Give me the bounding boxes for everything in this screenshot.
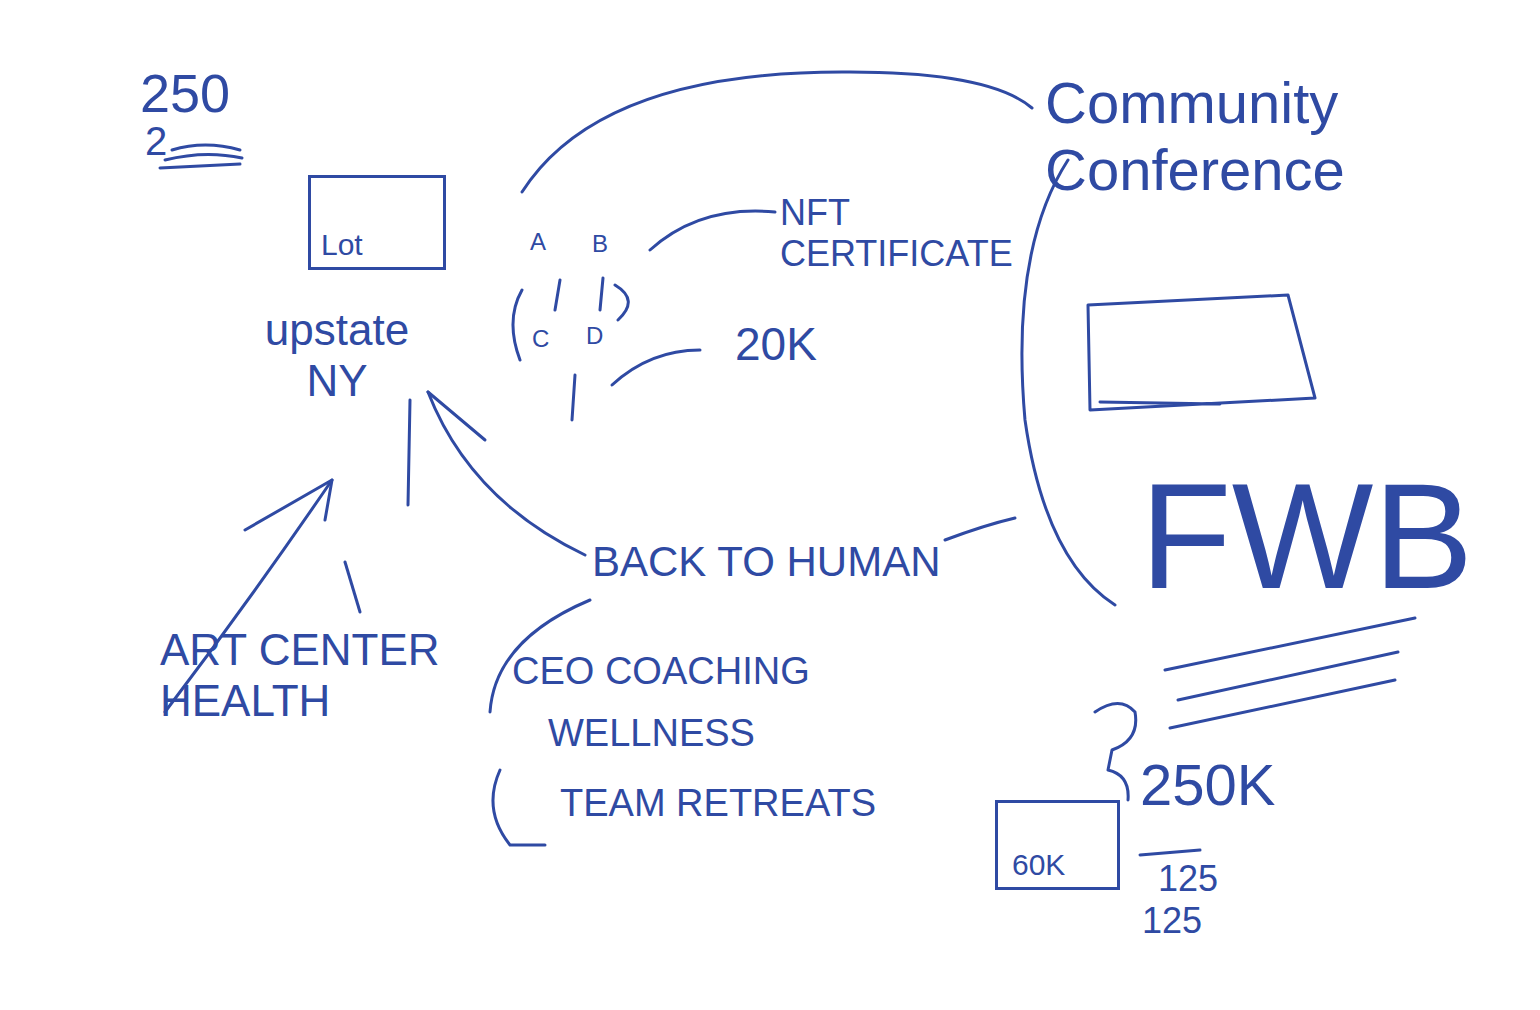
figure-letter: B <box>592 230 608 258</box>
list-item: CEO COACHING <box>512 650 810 694</box>
arc-line <box>522 72 1032 192</box>
title-label: Community Conference <box>1045 70 1405 203</box>
amount-label: 20K <box>735 318 817 371</box>
scribble <box>160 145 242 168</box>
note-number: 2 <box>145 118 167 164</box>
figure-letter: A <box>530 228 546 256</box>
idea-label: NFT CERTIFICATE <box>780 192 1030 275</box>
underline <box>1140 850 1200 855</box>
connector-line <box>650 211 775 250</box>
list-item: TEAM RETREATS <box>560 782 876 826</box>
curve-bracket <box>1022 160 1115 605</box>
note-number: 250 <box>140 62 230 124</box>
stick-figure <box>513 278 628 420</box>
brace <box>1095 704 1136 801</box>
figure-letter: D <box>586 322 603 350</box>
idea-label: ART CENTER HEALTH <box>160 625 490 726</box>
box-text: Lot <box>321 228 363 261</box>
idea-label: BACK TO HUMAN <box>592 538 941 586</box>
place-label: upstate NY <box>232 305 442 406</box>
empty-box <box>1088 295 1315 410</box>
connector-line <box>612 350 700 385</box>
amount-label: 125 <box>1142 900 1202 941</box>
amount-label: 250K <box>1140 752 1275 819</box>
box-text: 60K <box>1012 848 1065 881</box>
amount-label: 125 <box>1158 858 1218 899</box>
figure-letter: C <box>532 325 549 353</box>
amount-box: 60K <box>995 800 1120 890</box>
arrow-line <box>428 392 585 555</box>
underline <box>1165 618 1415 728</box>
bracket <box>493 770 545 845</box>
arrow-head <box>245 480 332 530</box>
list-item: WELLNESS <box>548 712 755 756</box>
arrow-head <box>408 392 485 505</box>
big-label: FWB <box>1140 450 1473 623</box>
connector-line <box>945 518 1015 540</box>
lot-box: Lot <box>308 175 446 270</box>
tick-mark <box>345 562 360 612</box>
